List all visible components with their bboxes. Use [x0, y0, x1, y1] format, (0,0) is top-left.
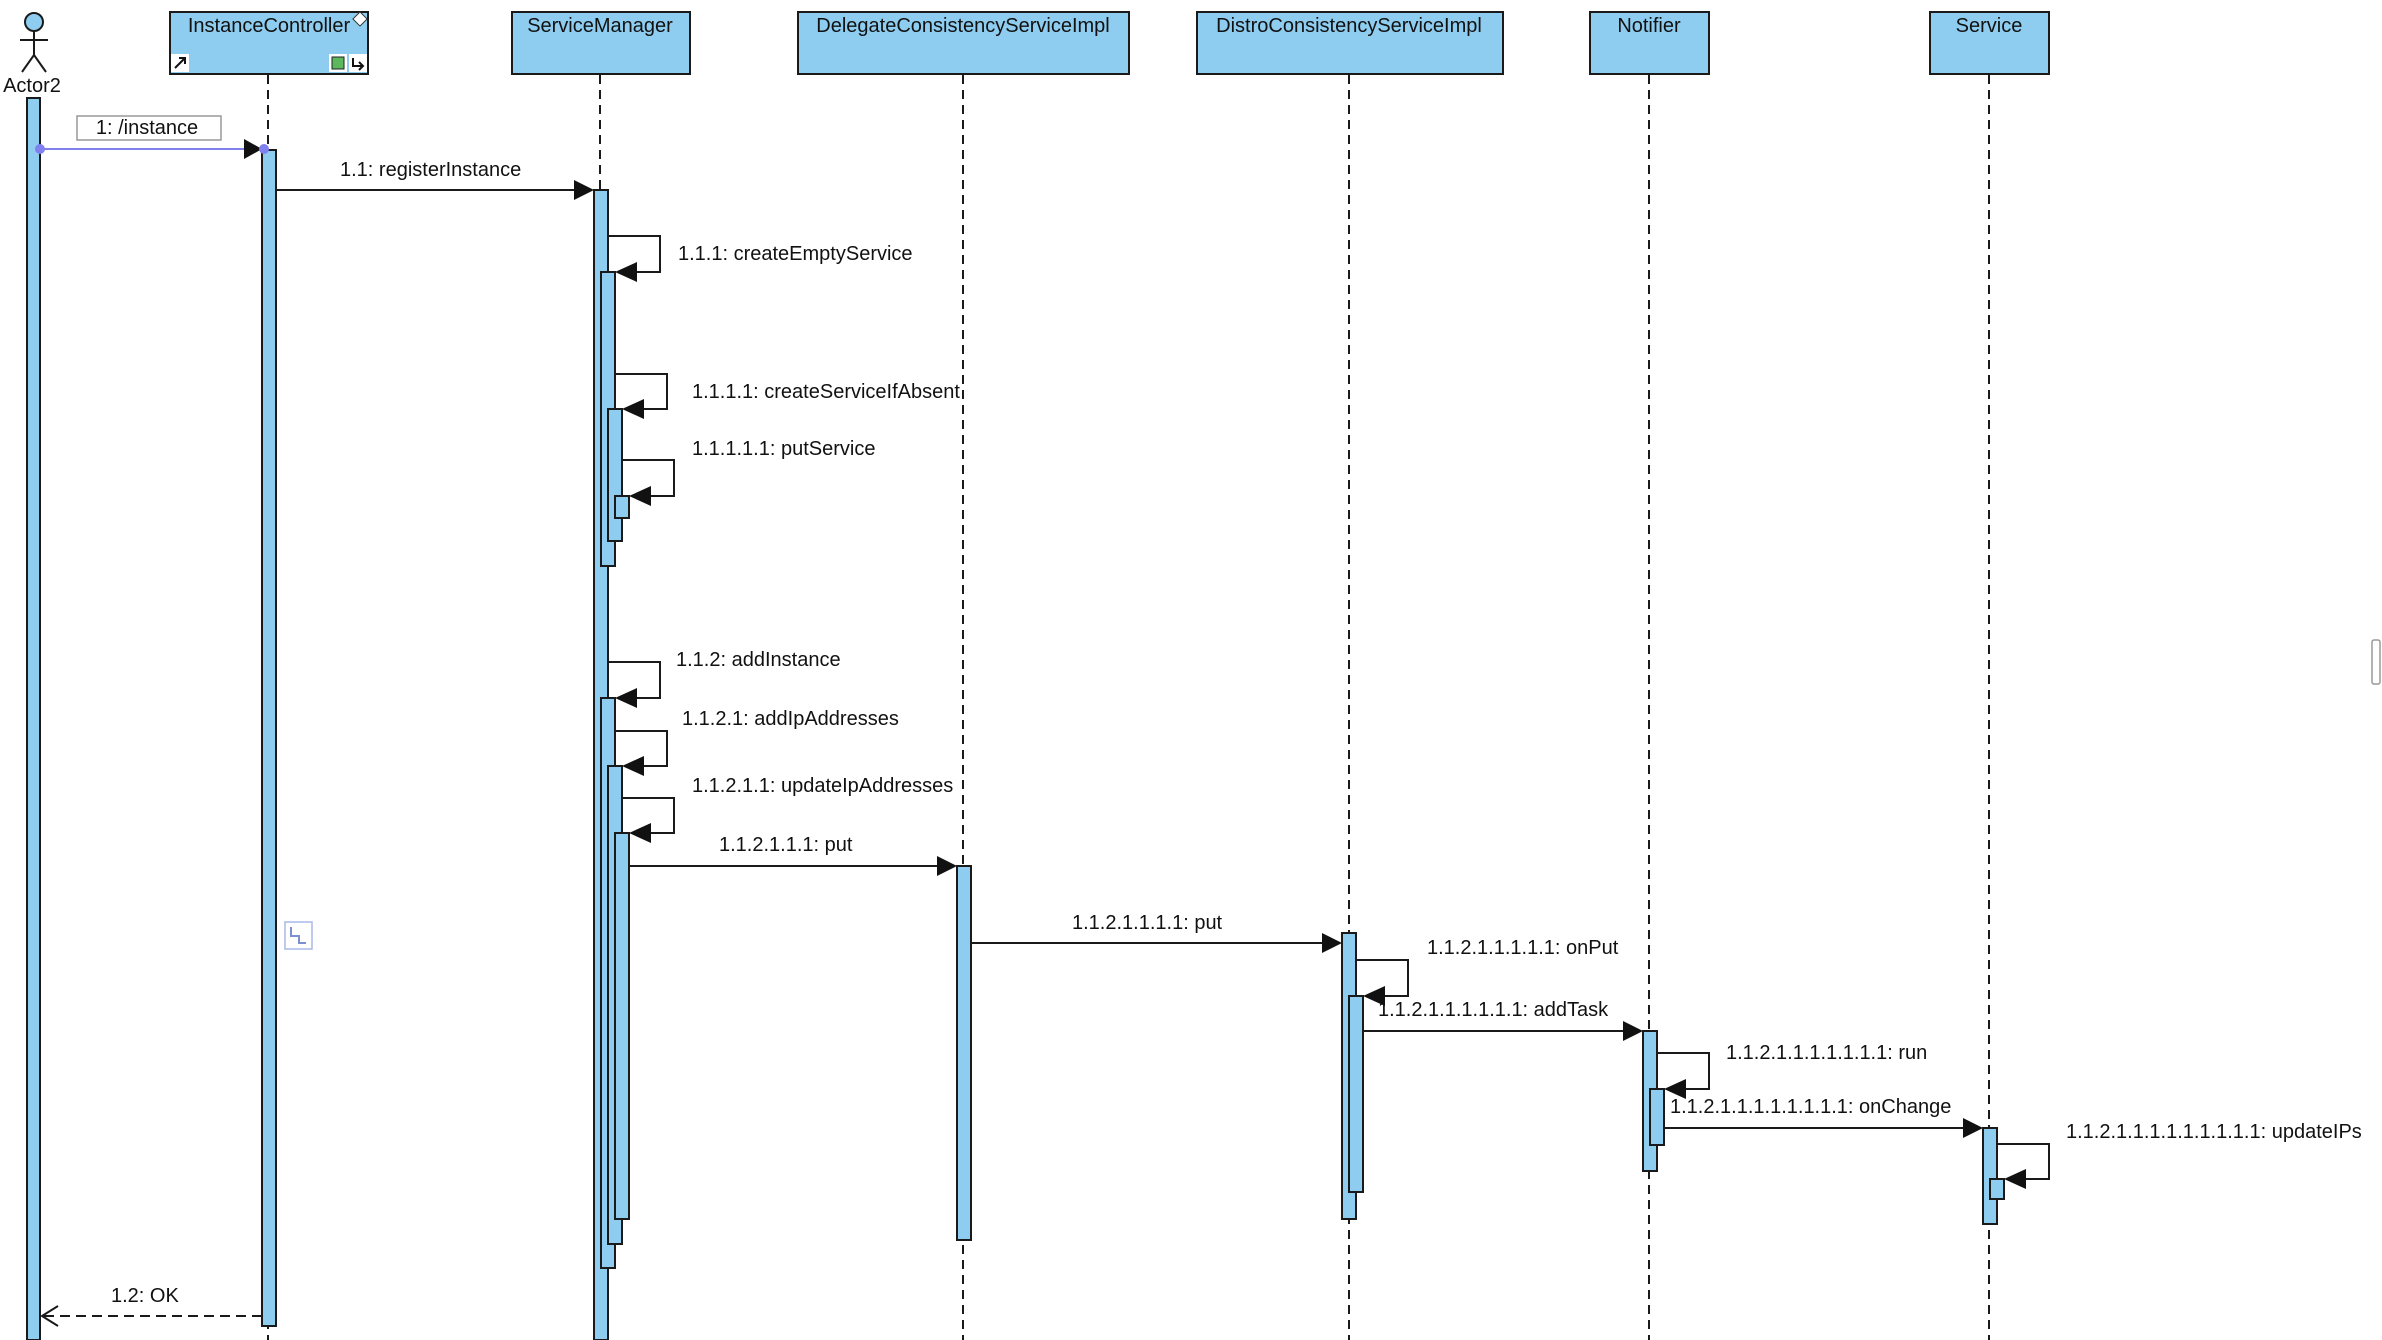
message-registerinstance[interactable]: 1.1: registerInstance — [276, 159, 594, 200]
message-updateipaddresses[interactable]: 1.1.2.1.1: updateIpAddresses — [622, 775, 953, 843]
participant-label: Service — [1956, 15, 2023, 37]
activation-onput[interactable] — [1348, 995, 1364, 1193]
message-label: 1.1.2.1: addIpAddresses — [682, 708, 899, 730]
actor-leg-right — [33, 54, 47, 73]
activation-run[interactable] — [1649, 1088, 1665, 1146]
message-label: 1.1.1.1: createServiceIfAbsent — [692, 381, 960, 403]
message-put-delegate[interactable]: 1.1.2.1.1.1: put — [629, 834, 957, 876]
activation-updateips[interactable] — [1989, 1178, 2005, 1200]
participant-label: Notifier — [1617, 15, 1681, 37]
routing-icon[interactable] — [284, 921, 313, 950]
participant-notifier[interactable]: Notifier — [1589, 11, 1710, 75]
message-label: 1.1.2.1.1.1.1.1.1: addTask — [1378, 999, 1609, 1021]
message-updateips[interactable]: 1.1.2.1.1.1.1.1.1.1.1.1: updateIPs — [1997, 1121, 2362, 1189]
participant-box — [1929, 11, 2050, 75]
actor-leg-left — [21, 54, 35, 73]
activation-createserviceifabsent[interactable] — [607, 408, 623, 542]
message-instance[interactable]: 1: /instance — [35, 115, 269, 159]
participant-distroconsistencyserviceimpl[interactable]: DistroConsistencyServiceImpl — [1196, 11, 1504, 75]
message-label: 1.1.2.1.1.1.1.1: onPut — [1427, 937, 1619, 959]
message-label: 1.1.2.1.1.1.1.1.1.1.1.1: updateIPs — [2066, 1121, 2362, 1143]
resize-handle-icon[interactable] — [352, 11, 368, 27]
activation-instancecontroller[interactable] — [261, 149, 277, 1327]
message-onput[interactable]: 1.1.2.1.1.1.1.1: onPut — [1356, 937, 1619, 1006]
messages: 1: /instance 1.1: registerInstance 1.1.1… — [35, 115, 2362, 1327]
activation-delegate-put[interactable] — [956, 865, 972, 1241]
participant-box — [1196, 11, 1504, 75]
open-link-icon[interactable] — [171, 54, 189, 72]
message-run[interactable]: 1.1.2.1.1.1.1.1.1.1: run — [1657, 1042, 1927, 1099]
message-createemptyservice[interactable]: 1.1.1: createEmptyService — [608, 235, 913, 282]
actor-actor2[interactable]: Actor2 — [3, 12, 61, 97]
lifelines — [267, 75, 1990, 1340]
message-label: 1.1.1: createEmptyService — [678, 243, 913, 265]
participant-service[interactable]: Service — [1929, 11, 2050, 75]
model-element-icon[interactable] — [329, 54, 347, 72]
message-addipaddresses[interactable]: 1.1.2.1: addIpAddresses — [615, 708, 899, 776]
participant-label: DelegateConsistencyServiceImpl — [816, 15, 1109, 37]
activation-service-onchange[interactable] — [1982, 1127, 1998, 1225]
participant-delegateconsistencyserviceimpl[interactable]: DelegateConsistencyServiceImpl — [797, 11, 1130, 75]
reference-icon[interactable] — [349, 54, 367, 72]
message-ok-return[interactable]: 1.2: OK — [40, 1285, 262, 1327]
message-label: 1: /instance — [96, 117, 198, 139]
message-onchange[interactable]: 1.1.2.1.1.1.1.1.1.1.1: onChange — [1664, 1096, 1983, 1138]
participant-label: ServiceManager — [527, 15, 673, 37]
message-label: 1.1.1.1.1: putService — [692, 438, 875, 460]
message-label: 1.2: OK — [111, 1285, 179, 1307]
message-addtask[interactable]: 1.1.2.1.1.1.1.1.1: addTask — [1363, 999, 1643, 1041]
message-label: 1.1.2.1.1.1: put — [719, 834, 853, 856]
activation-putservice[interactable] — [614, 495, 630, 519]
participant-instancecontroller[interactable]: InstanceController — [169, 11, 369, 75]
message-label: 1.1.2.1.1.1.1.1.1.1: run — [1726, 1042, 1927, 1064]
participant-label: DistroConsistencyServiceImpl — [1216, 15, 1482, 37]
message-label: 1.1.2: addInstance — [676, 649, 841, 671]
message-putservice[interactable]: 1.1.1.1.1: putService — [622, 438, 875, 506]
participant-box — [1589, 11, 1710, 75]
message-label: 1.1: registerInstance — [340, 159, 521, 181]
message-label: 1.1.2.1.1.1.1: put — [1072, 912, 1223, 934]
actor-label: Actor2 — [3, 75, 61, 97]
activation-actor[interactable] — [26, 97, 41, 1340]
message-createserviceifabsent[interactable]: 1.1.1.1: createServiceIfAbsent — [615, 373, 960, 419]
participant-servicemanager[interactable]: ServiceManager — [511, 11, 691, 75]
scroll-handle-icon[interactable] — [2371, 639, 2381, 685]
message-label: 1.1.2.1.1.1.1.1.1.1.1: onChange — [1670, 1096, 1951, 1118]
activations — [26, 97, 2005, 1340]
message-put-distro[interactable]: 1.1.2.1.1.1.1: put — [971, 912, 1342, 953]
message-label-box — [76, 115, 222, 141]
message-label: 1.1.2.1.1: updateIpAddresses — [692, 775, 953, 797]
participant-box — [511, 11, 691, 75]
participant-box — [797, 11, 1130, 75]
actor-head — [24, 12, 44, 32]
activation-updateipaddresses[interactable] — [614, 832, 630, 1220]
participant-label: InstanceController — [188, 15, 351, 37]
message-addinstance[interactable]: 1.1.2: addInstance — [608, 649, 841, 708]
